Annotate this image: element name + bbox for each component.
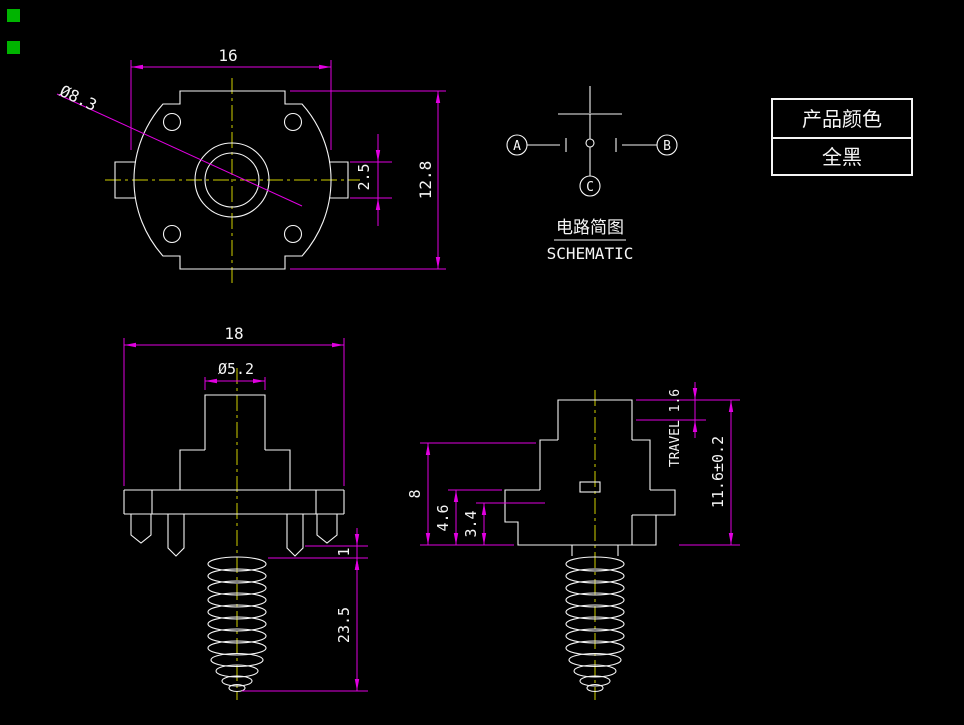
- top-view: 16 12.8 2.5 Ø8.3: [56, 46, 446, 283]
- grip-square-1: [7, 9, 20, 22]
- terminal-a-label: A: [513, 139, 521, 154]
- dim-top-hole: Ø8.3: [57, 81, 100, 115]
- mount-hole: [283, 112, 303, 132]
- terminal-b-circle: [656, 134, 678, 156]
- center-bore-outer: [194, 142, 270, 218]
- dim-side-flange: 4.6: [434, 504, 452, 531]
- dim-top-tab: 2.5: [355, 163, 373, 190]
- dim-front-thread: 23.5: [335, 607, 353, 643]
- button-cap: [557, 399, 633, 440]
- button-cap: [204, 394, 266, 450]
- front-view-body-outline: [123, 394, 345, 693]
- center-bore-inner: [204, 152, 260, 208]
- schematic-symbol: A B C: [506, 86, 678, 197]
- dim-top-height: 12.8: [416, 161, 435, 200]
- dim-front-cap: Ø5.2: [218, 360, 254, 378]
- left-leg: [167, 514, 185, 557]
- terminal-b-label: B: [663, 139, 671, 154]
- dim-top-width: 16: [218, 46, 237, 65]
- top-view-dimensions: 16 12.8 2.5 Ø8.3: [56, 46, 446, 270]
- side-view-dimensions: 8 4.6 3.4 TRAVEL 1.6 11.6±0.2: [406, 382, 740, 546]
- grip-square-2: [7, 41, 20, 54]
- schematic-caption-cn: 电路简图: [556, 218, 624, 238]
- right-leg: [286, 514, 304, 557]
- side-view: 8 4.6 3.4 TRAVEL 1.6 11.6±0.2: [406, 382, 740, 700]
- terminal-c-label: C: [586, 180, 594, 195]
- right-hook: [316, 514, 338, 544]
- mount-hole: [162, 224, 182, 244]
- flange-key: [579, 481, 601, 493]
- mount-hole: [162, 112, 182, 132]
- top-view-body-outline: [114, 90, 349, 270]
- color-table-value: 全黑: [822, 145, 862, 169]
- dim-side-total: 11.6±0.2: [709, 436, 727, 508]
- dim-front-step: 1: [335, 547, 353, 556]
- terminal-c-circle: [579, 175, 601, 197]
- dim-front-width: 18: [224, 324, 243, 343]
- dim-side-travel: TRAVEL 1.6: [668, 389, 683, 467]
- side-view-body-outline: [504, 399, 676, 693]
- left-hook: [130, 514, 152, 544]
- schematic: A B C 电路简图 SCHEMATIC: [506, 86, 678, 263]
- schematic-caption-en: SCHEMATIC: [547, 244, 634, 263]
- color-table: 产品颜色 全黑: [771, 98, 913, 176]
- left-tab: [114, 161, 136, 199]
- color-table-title: 产品颜色: [802, 107, 882, 131]
- top-view-centerlines: [105, 78, 360, 283]
- right-tab: [329, 161, 349, 199]
- grip-markers: [7, 9, 20, 54]
- terminal-a-circle: [506, 134, 528, 156]
- dim-side-inner: 3.4: [462, 510, 480, 537]
- front-view: 18 Ø5.2 1 23.5: [123, 324, 368, 700]
- mount-hole: [283, 224, 303, 244]
- moving-contact: [585, 138, 595, 148]
- flange-profile: [504, 489, 676, 546]
- front-view-dimensions: 18 Ø5.2 1 23.5: [123, 324, 368, 692]
- schematic-caption: 电路简图 SCHEMATIC: [547, 218, 634, 263]
- dim-side-body: 8: [406, 489, 424, 498]
